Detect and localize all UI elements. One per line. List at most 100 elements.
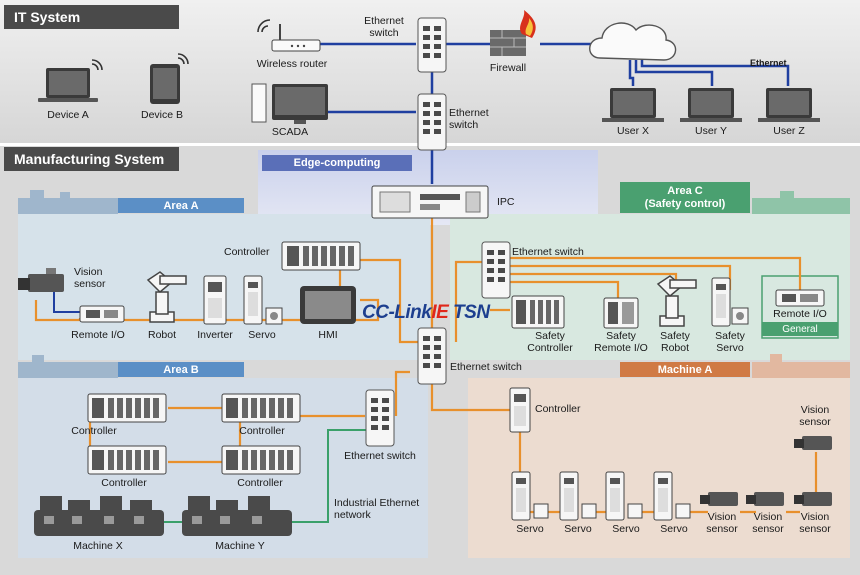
- cc-link-ie-tsn-logo: CC-LinkIE TSN: [362, 302, 490, 324]
- machine-a-servo-4: [653, 471, 673, 521]
- b-controller-3-label: Controller: [101, 477, 147, 489]
- area-a-title: Area A: [163, 200, 199, 212]
- inverter-label: Inverter: [197, 329, 233, 341]
- device-b-label: Device B: [140, 109, 184, 121]
- eth-switch-mid-label-1: Ethernet: [449, 107, 489, 119]
- logo-part-2: IE: [431, 302, 449, 323]
- cloud-icon: [589, 22, 677, 61]
- b-controller-2-label: Controller: [239, 425, 285, 437]
- ma-vision-2-label-1: Vision: [753, 511, 783, 523]
- area-c-title: Area C: [667, 185, 703, 197]
- safety-remote-io: [603, 297, 639, 329]
- servo-motor-a: [265, 307, 283, 325]
- ma-servo-3-label: Servo: [612, 523, 640, 535]
- remote-io-a-label: Remote I/O: [71, 329, 125, 341]
- remote-io-a: [79, 305, 125, 323]
- edge-computing-header-bar: [262, 155, 412, 171]
- user-x-label: User X: [616, 125, 650, 137]
- user-z-laptop: [758, 88, 820, 122]
- eth-switch-c-label: Ethernet switch: [512, 246, 584, 258]
- safety-servo-label-2: Servo: [716, 342, 744, 354]
- machine-a-controller: [509, 387, 531, 433]
- ma-vision-3-label-2: sensor: [799, 523, 831, 535]
- ma-vision-1-label-2: sensor: [706, 523, 738, 535]
- area-b-controller-1: [87, 393, 167, 423]
- hmi-label: HMI: [318, 329, 338, 341]
- safety-robot-label-2: Robot: [660, 342, 690, 354]
- safety-remote-io-label-1: Safety: [606, 330, 636, 342]
- area-c-header-bar: [620, 182, 750, 213]
- machine-y-label: Machine Y: [215, 540, 265, 552]
- ma-vision-3-label-1: Vision: [800, 511, 830, 523]
- safety-robot: [656, 275, 697, 327]
- wifi-icon: [91, 19, 271, 71]
- logo-part-3: TSN: [448, 302, 490, 323]
- area-c-factory-silhouette: [752, 191, 850, 214]
- ethernet-switch-area-b: [365, 389, 395, 447]
- ipc-unit: [371, 185, 489, 219]
- ethernet-label: Ethernet: [750, 58, 787, 68]
- logo-part-1: CC-Link: [362, 302, 432, 323]
- machine-y: [182, 496, 292, 536]
- machine-a-servo-1: [511, 471, 531, 521]
- area-b-controller-4: [221, 445, 301, 475]
- safety-controller-label-1: Safety: [535, 330, 565, 342]
- safety-controller-label-2: Controller: [527, 342, 573, 354]
- scada-label: SCADA: [271, 126, 309, 138]
- machine-a-vision-cameras: [700, 436, 832, 506]
- controller-area-a: [281, 241, 361, 271]
- ma-servo-4-label: Servo: [660, 523, 688, 535]
- inverter-a: [203, 275, 227, 325]
- device-b-tablet: [150, 64, 180, 104]
- user-z-label: User Z: [773, 125, 805, 137]
- ma-servo-1-label: Servo: [516, 523, 544, 535]
- vision-sensor-a-label-2: sensor: [74, 278, 106, 290]
- device-a-laptop: [38, 68, 98, 102]
- machine-a-servo-2: [559, 471, 579, 521]
- manufacturing-system-title: Manufacturing System: [4, 147, 179, 171]
- servo-a: [243, 275, 263, 325]
- eth-switch-b-label: Ethernet switch: [344, 450, 416, 462]
- industrial-ethernet-label-2: network: [334, 509, 371, 521]
- safety-remote-io-label-2: Remote I/O: [594, 342, 648, 354]
- eth-switch-center-label: Ethernet switch: [450, 361, 522, 373]
- eth-switch-top-label-2: switch: [369, 27, 399, 39]
- vision-sensor-a-label-1: Vision: [74, 266, 103, 278]
- eth-switch-mid-label-2: switch: [449, 119, 479, 131]
- remote-io-general: [775, 289, 825, 307]
- servo-a-label: Servo: [248, 329, 276, 341]
- user-y-laptop: [680, 88, 742, 122]
- area-b-factory-silhouette: [18, 355, 118, 378]
- robot-a: [146, 271, 187, 323]
- area-b-controller-2: [221, 393, 301, 423]
- safety-servo-label-1: Safety: [715, 330, 745, 342]
- ethernet-switch-mid: [417, 93, 447, 151]
- b-controller-1-label: Controller: [71, 425, 117, 437]
- machine-a-servo-3: [605, 471, 625, 521]
- machine-a-region: [468, 378, 850, 558]
- device-a-label: Device A: [47, 109, 89, 121]
- firewall-label: Firewall: [489, 62, 527, 74]
- safety-controller: [511, 295, 565, 329]
- eth-switch-top-label-1: Ethernet: [364, 15, 404, 27]
- robot-label: Robot: [147, 329, 177, 341]
- machine-a-header-bar: [620, 362, 750, 377]
- area-a-header-bar: [118, 198, 244, 213]
- ethernet-switch-center: [417, 327, 447, 385]
- controller-a-label: Controller: [224, 246, 270, 258]
- machine-x-label: Machine X: [73, 540, 123, 552]
- wireless-router-label: Wireless router: [256, 58, 328, 70]
- area-a-factory-silhouette: [18, 190, 118, 214]
- safety-servo-motor: [731, 307, 749, 325]
- firewall-icon: [490, 10, 536, 56]
- ma-vision-top-label-1: Vision: [800, 404, 830, 416]
- ma-servo-2-label: Servo: [564, 523, 592, 535]
- area-b-title: Area B: [163, 364, 199, 376]
- machine-a-servo-motors: [533, 503, 691, 519]
- ma-vision-1-label-1: Vision: [707, 511, 737, 523]
- ethernet-switch-top: [417, 17, 447, 73]
- general-badge: [762, 322, 838, 336]
- area-b-controller-3: [87, 445, 167, 475]
